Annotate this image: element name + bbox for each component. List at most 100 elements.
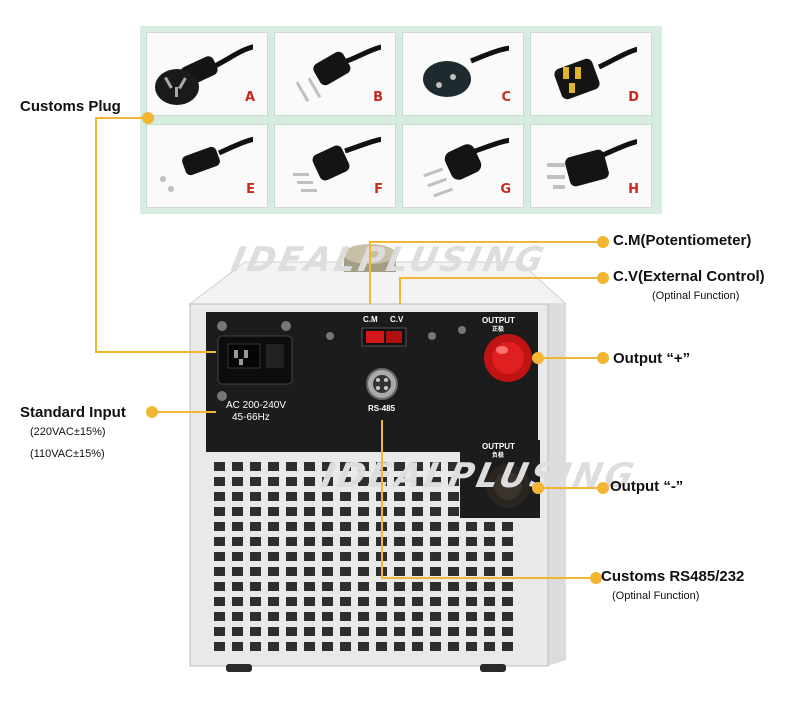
vent-hole <box>304 537 315 546</box>
vent-hole <box>322 522 333 531</box>
vent-hole <box>286 537 297 546</box>
plug-option-b: B <box>274 32 396 116</box>
plug-letter: F <box>374 182 383 197</box>
vent-hole <box>250 462 261 471</box>
vent-hole <box>358 522 369 531</box>
vent-hole <box>484 567 495 576</box>
vent-hole <box>214 612 225 621</box>
vent-hole <box>286 477 297 486</box>
vent-hole <box>466 537 477 546</box>
vent-hole <box>484 537 495 546</box>
dot-standard-input <box>146 406 158 418</box>
vent-hole <box>448 537 459 546</box>
vent-hole <box>322 462 333 471</box>
vent-hole <box>340 537 351 546</box>
plug-c-icon <box>423 45 509 97</box>
vent-hole <box>412 582 423 591</box>
vent-hole <box>250 492 261 501</box>
vent-hole <box>430 492 441 501</box>
vent-hole <box>340 582 351 591</box>
vent-hole <box>484 597 495 606</box>
plug-f-icon <box>293 136 381 192</box>
output-plus-callout: Output “+” <box>613 350 691 367</box>
vent-hole <box>412 507 423 516</box>
plug-option-a: A <box>146 32 268 116</box>
vent-hole <box>502 522 513 531</box>
vent-hole <box>214 477 225 486</box>
vent-hole <box>448 582 459 591</box>
vent-hole <box>376 642 387 651</box>
vent-hole <box>394 537 405 546</box>
plug-option-c: C <box>402 32 524 116</box>
vent-hole <box>250 537 261 546</box>
vent-hole <box>214 492 225 501</box>
vent-hole <box>358 492 369 501</box>
vent-hole <box>430 522 441 531</box>
vent-hole <box>214 567 225 576</box>
plug-a-icon <box>155 44 253 105</box>
vent-hole <box>214 462 225 471</box>
vent-hole <box>304 567 315 576</box>
vent-hole <box>322 582 333 591</box>
plug-b-icon <box>295 44 381 103</box>
vent-hole <box>286 582 297 591</box>
cv-switch-label: C.V <box>390 315 404 324</box>
vent-hole <box>304 507 315 516</box>
vent-hole <box>394 552 405 561</box>
vent-hole <box>394 477 405 486</box>
vent-hole <box>448 462 459 471</box>
vent-hole <box>394 627 405 636</box>
vent-grid <box>214 462 513 651</box>
cv-external-control-label: C.V(External Control) <box>613 268 765 285</box>
dot-customs-plug <box>142 112 154 124</box>
rs485-callout: Customs RS485/232 <box>601 568 745 585</box>
plug-letter: C <box>501 90 511 105</box>
vent-hole <box>322 477 333 486</box>
vent-hole <box>232 627 243 636</box>
vent-hole <box>304 477 315 486</box>
vent-hole <box>376 627 387 636</box>
vent-hole <box>268 567 279 576</box>
vent-hole <box>304 597 315 606</box>
vent-hole <box>322 507 333 516</box>
vent-hole <box>250 567 261 576</box>
vent-hole <box>502 552 513 561</box>
vent-hole <box>232 522 243 531</box>
vent-hole <box>448 507 459 516</box>
vent-hole <box>268 627 279 636</box>
cm-potentiometer-label: C.M(Potentiometer) <box>613 232 752 249</box>
vent-hole <box>394 582 405 591</box>
vent-hole <box>412 612 423 621</box>
vent-hole <box>322 567 333 576</box>
vent-hole <box>448 597 459 606</box>
vent-hole <box>268 492 279 501</box>
plug-letter: D <box>628 90 639 105</box>
vent-hole <box>250 627 261 636</box>
vent-hole <box>286 462 297 471</box>
vent-hole <box>340 597 351 606</box>
vent-hole <box>448 552 459 561</box>
vent-hole <box>268 582 279 591</box>
vent-hole <box>412 537 423 546</box>
dot-cm <box>597 236 609 248</box>
output-plus-cn: 正极 <box>492 327 505 333</box>
vent-hole <box>394 492 405 501</box>
vent-hole <box>376 582 387 591</box>
vent-hole <box>430 552 441 561</box>
vent-hole <box>304 642 315 651</box>
vent-hole <box>322 492 333 501</box>
vent-hole <box>466 597 477 606</box>
ac-rating-line1: AC 200-240V <box>226 400 287 411</box>
vent-hole <box>484 612 495 621</box>
vent-hole <box>304 627 315 636</box>
plug-letter: E <box>246 182 255 197</box>
vent-hole <box>466 582 477 591</box>
vent-hole <box>268 537 279 546</box>
vent-hole <box>394 642 405 651</box>
vent-hole <box>214 642 225 651</box>
plug-g-icon <box>423 137 509 198</box>
vent-hole <box>340 462 351 471</box>
vent-hole <box>358 462 369 471</box>
